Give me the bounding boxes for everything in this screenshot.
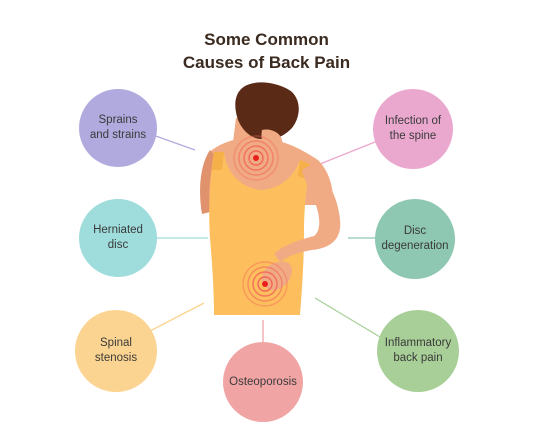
cause-inflammatory-back-pain: Inflammatory back pain xyxy=(377,310,459,392)
cause-sprains-strains: Sprains and strains xyxy=(79,89,157,167)
page-title: Some Common Causes of Back Pain xyxy=(0,28,533,74)
neck-pain-marker xyxy=(233,135,279,181)
neck-pain-dot xyxy=(253,155,259,161)
woman-back-pain-figure xyxy=(200,82,341,315)
cause-disc-degeneration: Disc degeneration xyxy=(375,199,455,279)
connector-stenosis xyxy=(149,302,205,332)
title-line-1: Some Common xyxy=(204,30,329,49)
lower-back-pain-dot xyxy=(262,281,268,287)
cause-spinal-stenosis: Spinal stenosis xyxy=(75,310,157,392)
cause-label: Spinal stenosis xyxy=(94,337,138,364)
connector-sprains xyxy=(149,133,196,151)
cause-label: Disc degeneration xyxy=(381,225,449,252)
cause-label: Infection of the spine xyxy=(384,115,442,142)
connector-infection xyxy=(319,139,381,165)
connector-inflammatory xyxy=(314,297,381,338)
cause-herniated-disc: Herniated disc xyxy=(79,199,157,277)
cause-label: Inflammatory back pain xyxy=(384,337,452,364)
hair xyxy=(235,82,299,140)
cause-label: Sprains and strains xyxy=(89,114,147,141)
left-arm xyxy=(200,150,216,214)
cause-osteoporosis: Osteoporosis xyxy=(223,342,303,422)
connector-lines xyxy=(149,133,381,342)
cause-label: Osteoporosis xyxy=(229,375,297,388)
lower-back-pain-marker xyxy=(242,261,288,307)
title-line-2: Causes of Back Pain xyxy=(182,53,351,72)
hand xyxy=(261,261,292,291)
strap-left xyxy=(212,152,224,170)
cause-label: Herniated disc xyxy=(93,224,143,251)
cause-infection-spine: Infection of the spine xyxy=(373,89,453,169)
right-arm xyxy=(274,164,341,262)
